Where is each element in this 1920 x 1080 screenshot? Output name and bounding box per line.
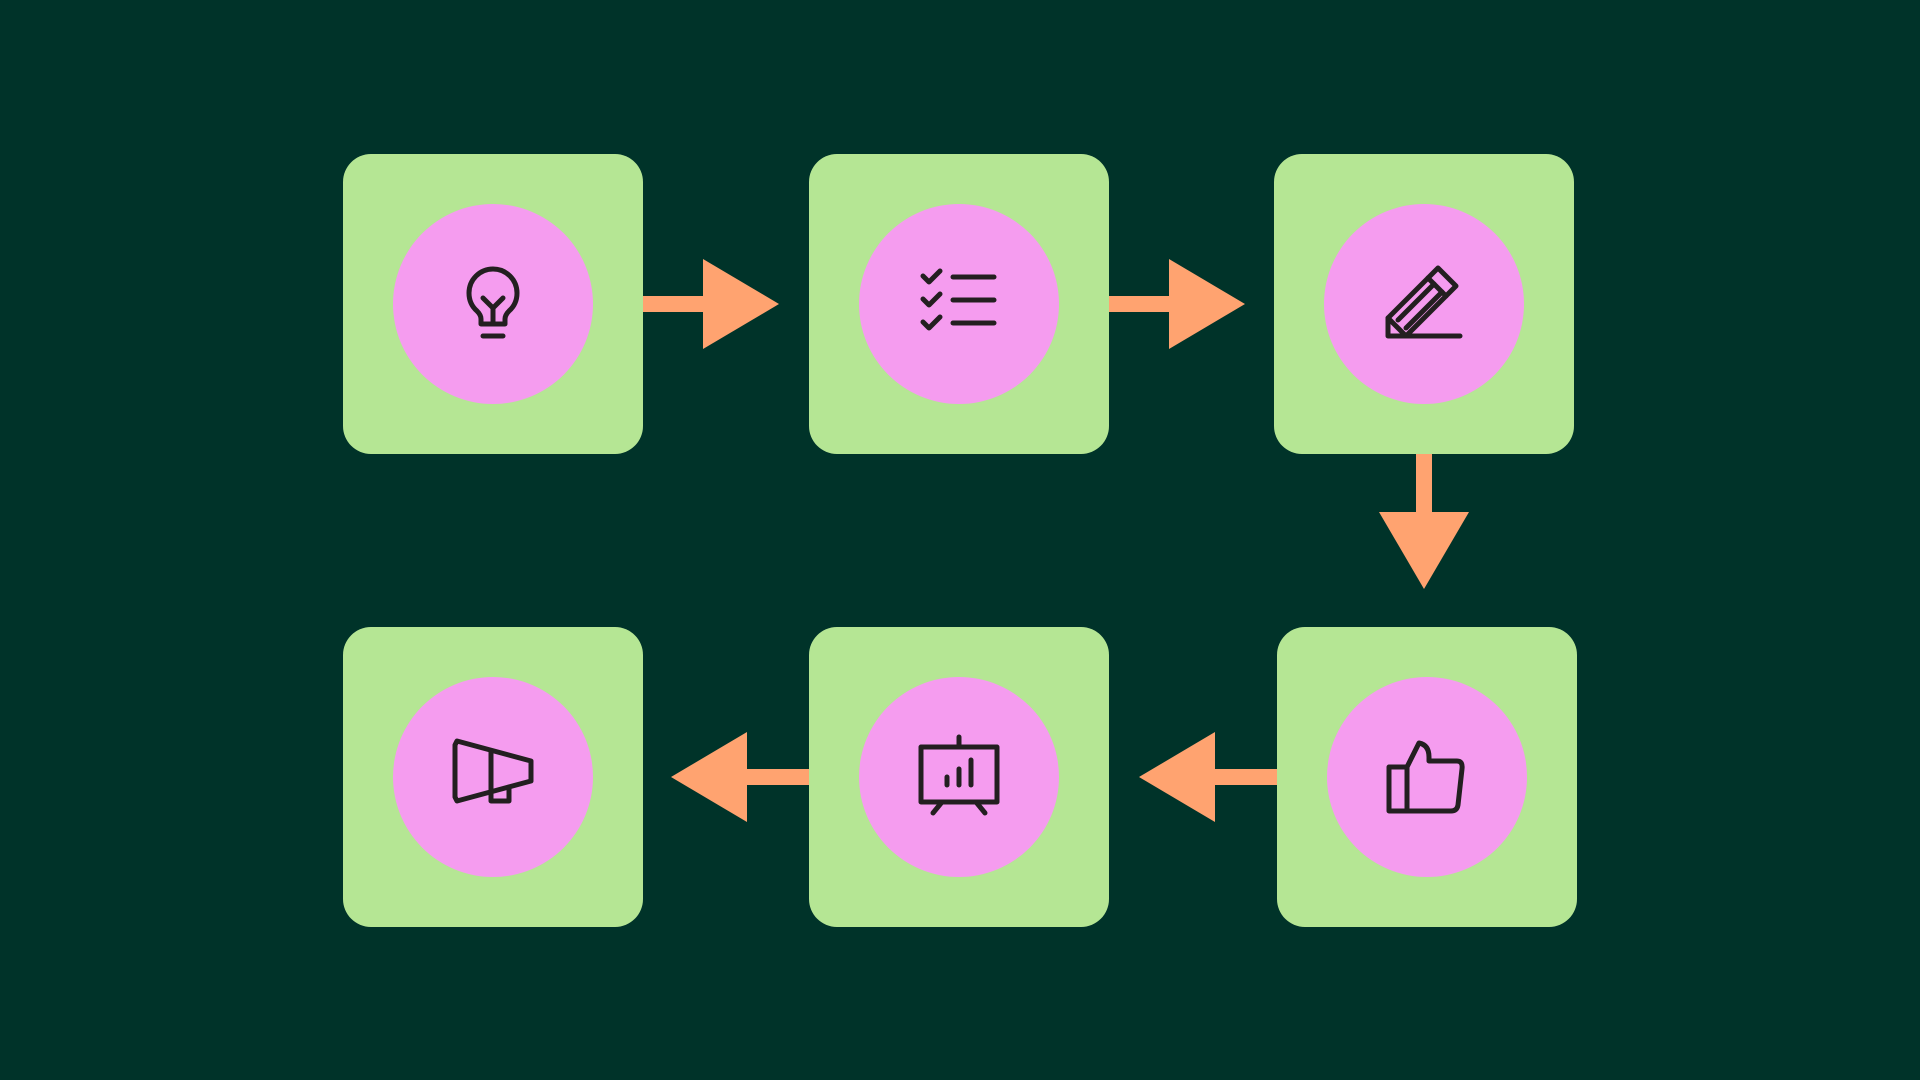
checklist-icon [909, 254, 1009, 354]
thumbs-up-icon [1377, 727, 1477, 827]
arrow-right-icon [643, 259, 779, 349]
step-circle [1324, 204, 1524, 404]
step-tile-idea [343, 154, 643, 454]
step-tile-announce [343, 627, 643, 927]
arrow-right-icon [1109, 259, 1245, 349]
arrow-down-icon [1379, 454, 1469, 589]
step-tile-plan [809, 154, 1109, 454]
step-circle [1327, 677, 1527, 877]
step-circle [859, 204, 1059, 404]
step-tile-present [809, 627, 1109, 927]
step-circle [393, 677, 593, 877]
step-circle [859, 677, 1059, 877]
step-tile-write [1274, 154, 1574, 454]
presentation-board-icon [909, 727, 1009, 827]
step-tile-approve [1277, 627, 1577, 927]
lightbulb-icon [443, 254, 543, 354]
megaphone-icon [443, 727, 543, 827]
step-circle [393, 204, 593, 404]
pencil-icon [1374, 254, 1474, 354]
arrow-left-icon [1139, 732, 1277, 822]
arrow-left-icon [671, 732, 809, 822]
